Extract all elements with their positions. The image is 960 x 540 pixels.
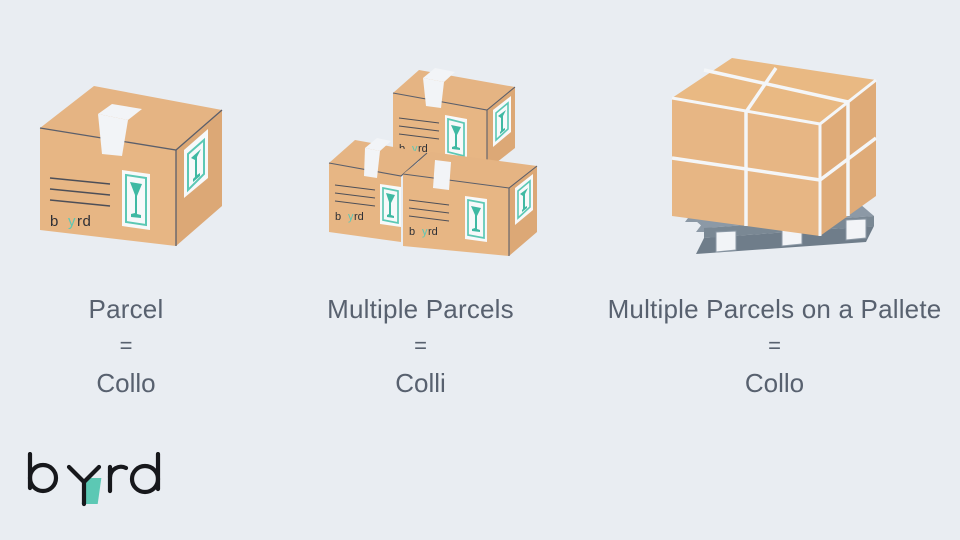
fragile-label-right (493, 96, 511, 147)
carton-front-tape (433, 160, 451, 190)
carton-bottom-left: b y rd (328, 138, 428, 242)
fragile-label-right (515, 174, 533, 225)
caption-parcels-on-pallet: Multiple Parcels on a Pallete = Collo (589, 296, 960, 396)
fragile-label-front (465, 196, 487, 242)
caption-parcel-equals: = (119, 333, 133, 358)
carton-address-lines (49, 177, 111, 207)
carton-brand-mark: b y rd (409, 226, 438, 238)
carton-brand-mark: b y rd (335, 211, 364, 223)
carton-bottom-right: b y rd (402, 152, 538, 256)
fragile-label-right (184, 129, 208, 198)
caption-parcels-on-pallet-term: Collo (744, 368, 805, 398)
carton-front-tape (364, 148, 380, 178)
carton-top-face (40, 86, 222, 150)
caption-parcel: Parcel = Collo (0, 296, 252, 396)
caption-multiple-parcels: Multiple Parcels = Colli (252, 296, 589, 396)
caption-multiple-parcels-equals: = (414, 333, 427, 358)
carton-address-lines (408, 199, 450, 222)
carton-edge-top (328, 152, 428, 177)
fragile-label-front (122, 170, 150, 230)
multiple-parcels-illustration: b y rd (325, 60, 555, 260)
single-parcel-illustration: b y rd (36, 78, 226, 258)
load-top-seams (703, 67, 849, 113)
caption-multiple-parcels-term: Colli (395, 368, 446, 398)
svg-text:b: b (50, 213, 59, 230)
caption-parcels-on-pallet-title: Multiple Parcels on a Pallete (607, 294, 942, 324)
caption-parcels-on-pallet-equals: = (768, 333, 781, 358)
caption-parcel-term: Collo (96, 368, 156, 398)
byrd-logo-accent-y (66, 464, 102, 507)
fragile-label-front (445, 115, 467, 160)
pallet-load-svg (671, 58, 878, 254)
svg-text:y: y (68, 213, 76, 230)
carton-address-lines (398, 117, 440, 140)
svg-text:b: b (335, 211, 341, 223)
load-right-seams (818, 102, 878, 216)
byrd-logo-letter-d (129, 451, 161, 495)
svg-text:y: y (412, 143, 418, 155)
svg-text:y: y (348, 211, 354, 223)
parcels-on-pallet-illustration (660, 56, 890, 271)
load-front-seams (671, 112, 821, 226)
carton-brand-mark: b y rd (50, 213, 91, 230)
single-parcel-svg: b y rd (39, 86, 223, 246)
svg-text:rd: rd (428, 226, 438, 238)
carton-top-stack: b y rd (392, 68, 516, 170)
svg-text:rd: rd (418, 143, 428, 155)
carton-top-tape (423, 68, 455, 82)
carton-front-tape (98, 114, 128, 156)
multiple-parcels-svg: b y rd (328, 68, 538, 256)
byrd-logo-svg (27, 451, 161, 507)
fragile-label-front (380, 184, 401, 227)
carton-address-lines (334, 184, 376, 207)
carton-top-tape (98, 104, 142, 120)
carton-top-tape (365, 138, 391, 151)
carton-front-tape (423, 78, 444, 108)
caption-parcel-title: Parcel (88, 294, 164, 324)
caption-multiple-parcels-title: Multiple Parcels (327, 294, 514, 324)
byrd-logo (24, 451, 164, 515)
byrd-logo-letter-r (107, 464, 129, 494)
svg-text:rd: rd (77, 213, 91, 230)
svg-text:b: b (409, 226, 415, 238)
svg-text:y: y (422, 226, 428, 238)
svg-text:rd: rd (354, 211, 364, 223)
byrd-logo-letter-b (27, 451, 59, 494)
